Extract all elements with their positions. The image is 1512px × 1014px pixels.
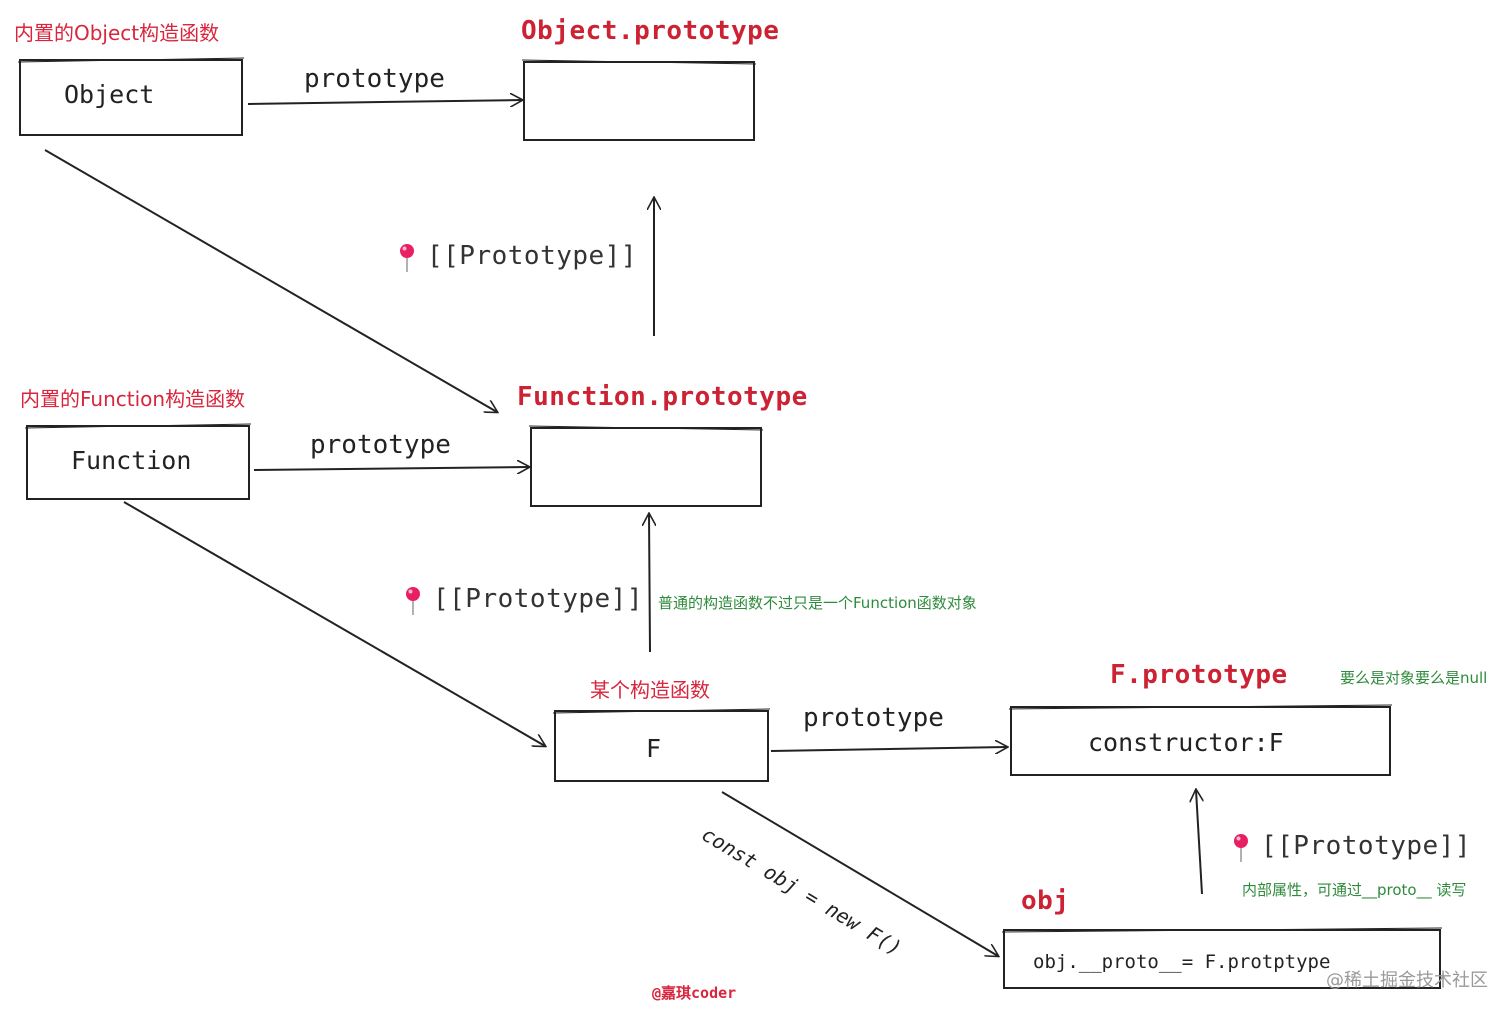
prototype-link-label-3: [[Prototype]] xyxy=(1261,831,1471,861)
function-object-note: 普通的构造函数不过只是一个Function函数对象 xyxy=(658,594,977,612)
watermark: @稀土掘金技术社区 xyxy=(1326,970,1488,991)
function-prototype-box xyxy=(530,427,762,507)
arrow-object-to-function-prototype xyxy=(44,149,497,412)
internal-property-note: 内部属性，可通过__proto__ 读写 xyxy=(1242,881,1467,899)
function-prototype-title: Function.prototype xyxy=(517,382,808,412)
function-ctor-label: 内置的Function构造函数 xyxy=(20,387,246,411)
some-ctor-label: 某个构造函数 xyxy=(590,678,710,702)
prototype-link-label-2: [[Prototype]] xyxy=(433,584,643,614)
arrow-f-to-f-prototype xyxy=(770,747,1007,751)
arrow-f-to-function-prototype xyxy=(649,514,650,653)
arrow-function-to-f xyxy=(123,501,545,746)
f-prototype-constructor: constructor:F xyxy=(1088,728,1284,757)
edge-label-object-prototype: prototype xyxy=(304,64,445,94)
arrow-function-to-function-prototype xyxy=(253,467,529,470)
pushpin-icon xyxy=(1234,834,1248,862)
object-or-null-note: 要么是对象要么是null xyxy=(1340,669,1488,687)
f-box xyxy=(554,710,769,782)
prototype-link-label-1: [[Prototype]] xyxy=(427,241,637,271)
pushpin-icon xyxy=(406,587,420,615)
object-prototype-title: Object.prototype xyxy=(521,16,780,46)
edge-label-function-prototype: prototype xyxy=(310,430,451,460)
object-ctor-label: 内置的Object构造函数 xyxy=(14,21,220,45)
edge-label-f-prototype: prototype xyxy=(803,703,944,733)
object-box-label: Object xyxy=(64,80,155,109)
arrow-obj-to-f-prototype xyxy=(1196,790,1202,895)
function-box-label: Function xyxy=(71,446,192,475)
arrow-f-to-obj xyxy=(721,791,998,956)
f-prototype-title: F.prototype xyxy=(1110,660,1288,690)
object-prototype-box xyxy=(523,61,755,141)
author-credit: @嘉琪coder xyxy=(652,984,737,1002)
arrow-object-to-object-prototype xyxy=(247,100,522,104)
obj-title: obj xyxy=(1021,886,1070,916)
f-box-label: F xyxy=(646,734,662,763)
pushpin-icon xyxy=(400,244,414,272)
obj-proto-assignment: obj.__proto__= F.protptype xyxy=(1033,951,1331,973)
